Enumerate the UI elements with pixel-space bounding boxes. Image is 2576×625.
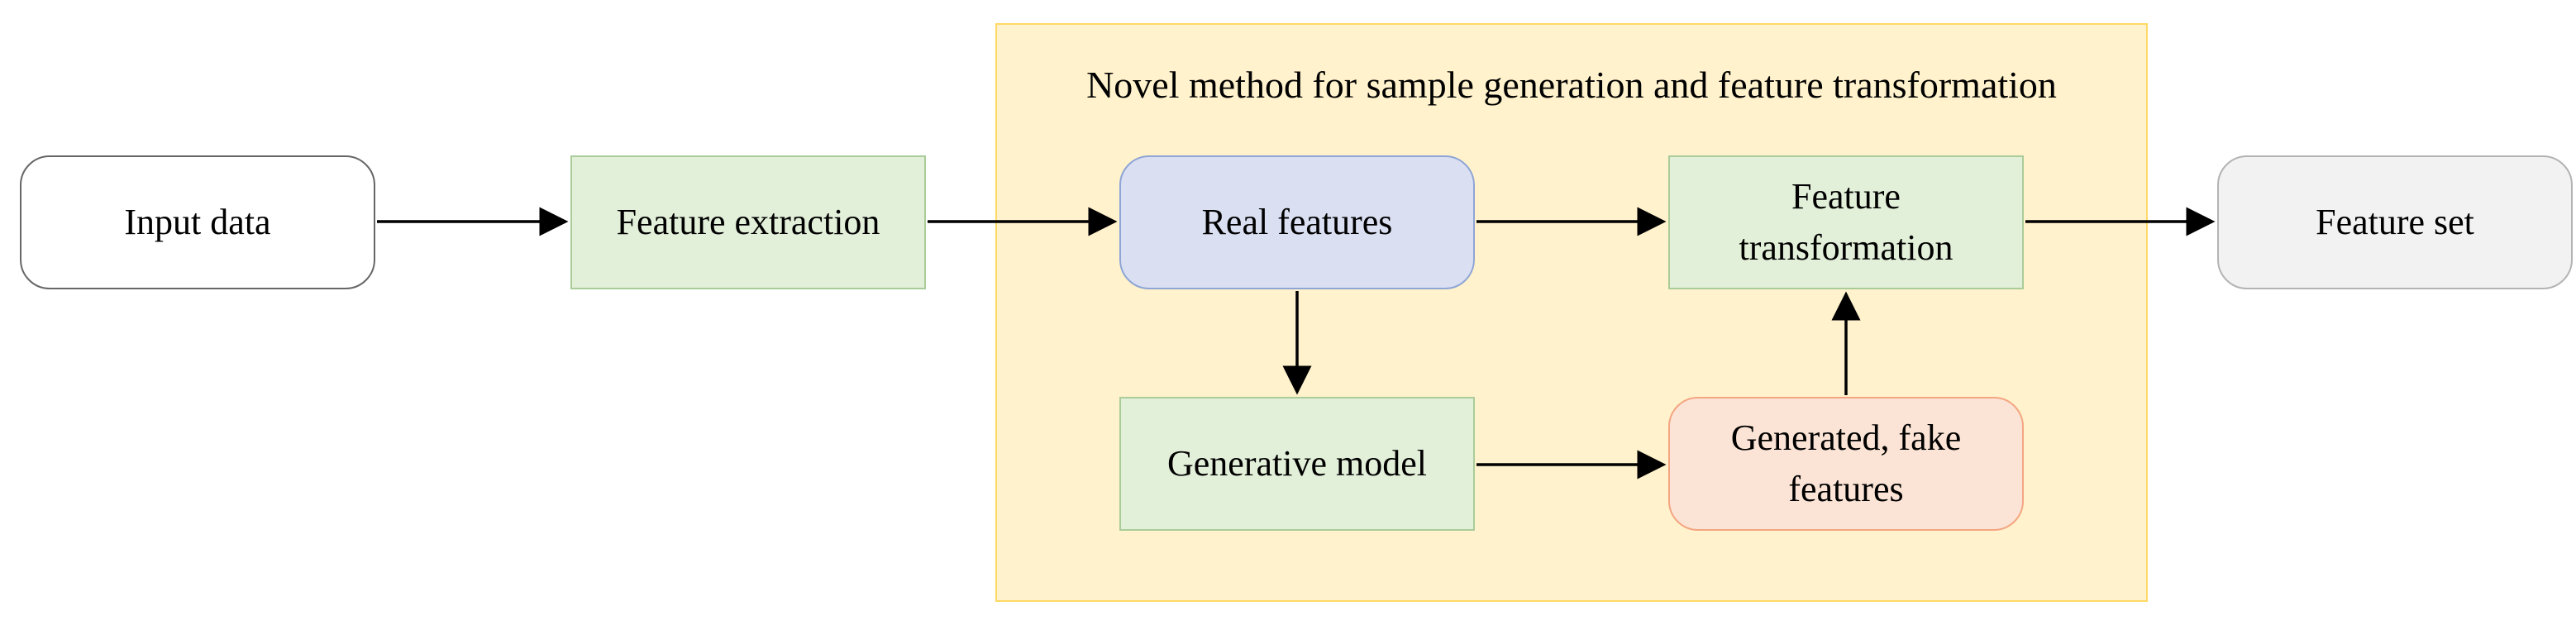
generative-model-node: Generative model [1119,397,1475,531]
input-data-node: Input data [20,155,375,289]
real-features-node: Real features [1119,155,1475,289]
feature-set-node: Feature set [2217,155,2573,289]
method-group-title: Novel method for sample generation and f… [1086,64,2057,106]
feature-extraction-node: Feature extraction [570,155,926,289]
generated-fake-features-node: Generated, fake features [1668,397,2024,531]
feature-transformation-node: Feature transformation [1668,155,2024,289]
